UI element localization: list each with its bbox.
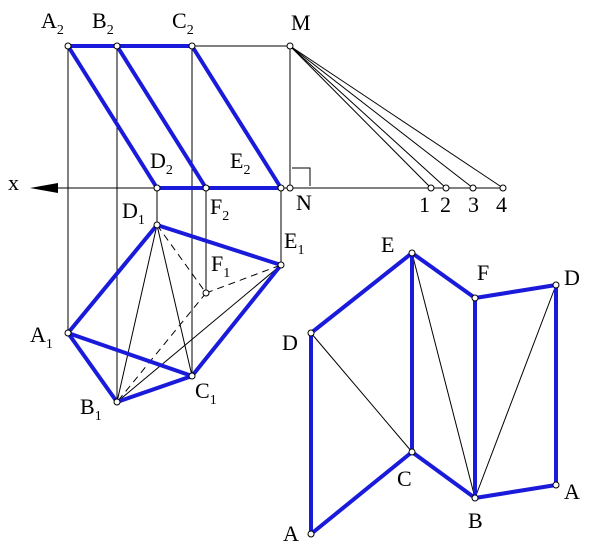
label-n: N: [296, 190, 312, 215]
label-d-net-left: D: [282, 330, 298, 355]
label-f-net: F: [477, 260, 489, 285]
label-d-net-right: D: [564, 265, 580, 290]
label-point-3: 3: [468, 192, 479, 217]
label-b-net: B: [468, 508, 483, 533]
label-c1: C1: [195, 378, 217, 408]
label-m: M: [291, 10, 311, 35]
label-a-net-left: A: [283, 521, 299, 546]
right-angle-mark: [292, 167, 311, 186]
true-length-lines: [289, 45, 504, 189]
x-axis-arrowhead: [30, 183, 58, 193]
label-a2: A2: [41, 8, 64, 38]
label-d1: D1: [122, 198, 145, 228]
label-a1: A1: [30, 322, 53, 352]
points: [64, 42, 560, 538]
label-c2: C2: [172, 8, 194, 38]
label-e2: E2: [230, 148, 250, 178]
label-b1: B1: [80, 394, 102, 424]
label-point-1: 1: [419, 192, 430, 217]
horizontal-projection: [66, 223, 283, 404]
label-e-net: E: [381, 232, 394, 257]
label-point-2: 2: [440, 192, 451, 217]
label-a-net-right: A: [564, 479, 580, 504]
label-b2: B2: [92, 8, 114, 38]
label-x: x: [8, 170, 19, 195]
label-point-4: 4: [496, 192, 507, 217]
label-f2: F2: [210, 194, 229, 224]
label-f1: F1: [211, 251, 230, 281]
label-e1: E1: [284, 228, 304, 258]
horizontal-projection-inner-lines: [116, 224, 282, 403]
frontal-projection: [66, 44, 283, 190]
label-d2: D2: [150, 148, 173, 178]
label-c-net: C: [397, 466, 412, 491]
development-net: [309, 251, 558, 536]
